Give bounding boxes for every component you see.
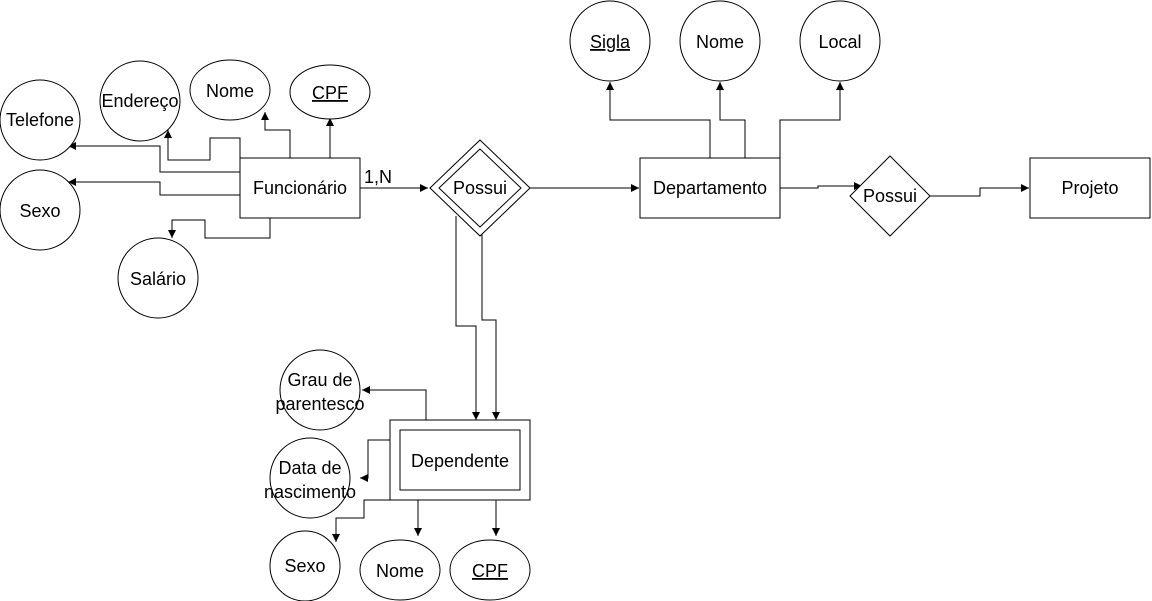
edge-funcionario-nome (261, 112, 291, 158)
attr-sexo-dependente-label: Sexo (284, 556, 325, 576)
attr-sexo-dependente[interactable]: Sexo (269, 530, 341, 601)
attr-nome-departamento-label: Nome (696, 32, 744, 52)
edge-possui-dependente-b (481, 216, 500, 420)
edge-departamento-sigla (606, 82, 711, 158)
entity-dependente[interactable]: Dependente (389, 419, 531, 501)
attr-grau-line1: Grau de (287, 370, 352, 390)
attr-sigla[interactable]: Sigla (569, 0, 651, 82)
entity-dependente-label: Dependente (411, 451, 509, 471)
connectors (68, 82, 1029, 542)
attr-cpf-dependente[interactable]: CPF (449, 539, 531, 601)
attr-sexo-funcionario[interactable]: Sexo (0, 169, 81, 251)
attr-data-nascimento[interactable]: Data de nascimento (264, 437, 356, 519)
relationship-possui-projeto[interactable]: Possui (849, 155, 931, 237)
entity-departamento[interactable]: Departamento (639, 157, 781, 219)
edge-possui-dependente-a (455, 216, 480, 420)
edge-possui2-projeto (930, 184, 1029, 197)
attr-local[interactable]: Local (799, 0, 881, 82)
attr-telefone-label: Telefone (6, 110, 74, 130)
entity-projeto-label: Projeto (1061, 178, 1118, 198)
attr-sigla-label: Sigla (590, 32, 631, 52)
attr-telefone[interactable]: Telefone (0, 79, 81, 161)
attr-data-line1: Data de (278, 458, 341, 478)
attr-salario[interactable]: Salário (117, 237, 199, 319)
edge-departamento-nome (716, 82, 746, 158)
entity-departamento-label: Departamento (653, 178, 767, 198)
attr-grau-line2: parentesco (275, 394, 364, 414)
edge-funcionario-salario (168, 218, 271, 239)
edge-dependente-data (360, 439, 390, 482)
relationship-possui-projeto-label: Possui (863, 186, 917, 206)
entity-funcionario[interactable]: Funcionário (239, 157, 361, 219)
attr-nome-departamento[interactable]: Nome (679, 0, 761, 82)
attr-local-label: Local (818, 32, 861, 52)
edge-dependente-grau (362, 386, 427, 420)
attr-salario-label: Salário (130, 269, 186, 289)
entity-funcionario-label: Funcionário (253, 178, 347, 198)
relationship-possui-funcionario[interactable]: Possui (429, 139, 531, 237)
attr-nome-dependente-label: Nome (376, 561, 424, 581)
attr-nome-dependente[interactable]: Nome (359, 539, 441, 601)
attr-endereco-label: Endereço (101, 91, 178, 111)
attr-cpf-funcionario[interactable]: CPF (289, 64, 371, 120)
attr-cpf-funcionario-label: CPF (312, 83, 348, 103)
relationship-possui-funcionario-label: Possui (453, 178, 507, 198)
edge-dependente-sexo (332, 499, 390, 542)
edge-funcionario-telefone (68, 142, 240, 173)
attr-nome-funcionario[interactable]: Nome (189, 59, 271, 121)
attr-grau-parentesco[interactable]: Grau de parentesco (275, 349, 365, 431)
attr-nome-funcionario-label: Nome (206, 81, 254, 101)
edge-funcionario-sexo (68, 178, 240, 196)
attr-data-line2: nascimento (264, 482, 356, 502)
entity-projeto[interactable]: Projeto (1029, 157, 1151, 219)
attr-sexo-funcionario-label: Sexo (19, 201, 60, 221)
edge-funcionario-endereco (164, 130, 241, 161)
edge-departamento-possui2 (780, 182, 862, 190)
attr-cpf-dependente-label: CPF (472, 561, 508, 581)
edge-departamento-local (779, 82, 844, 158)
attr-endereco[interactable]: Endereço (99, 60, 181, 142)
cardinality-label: 1,N (364, 167, 392, 187)
